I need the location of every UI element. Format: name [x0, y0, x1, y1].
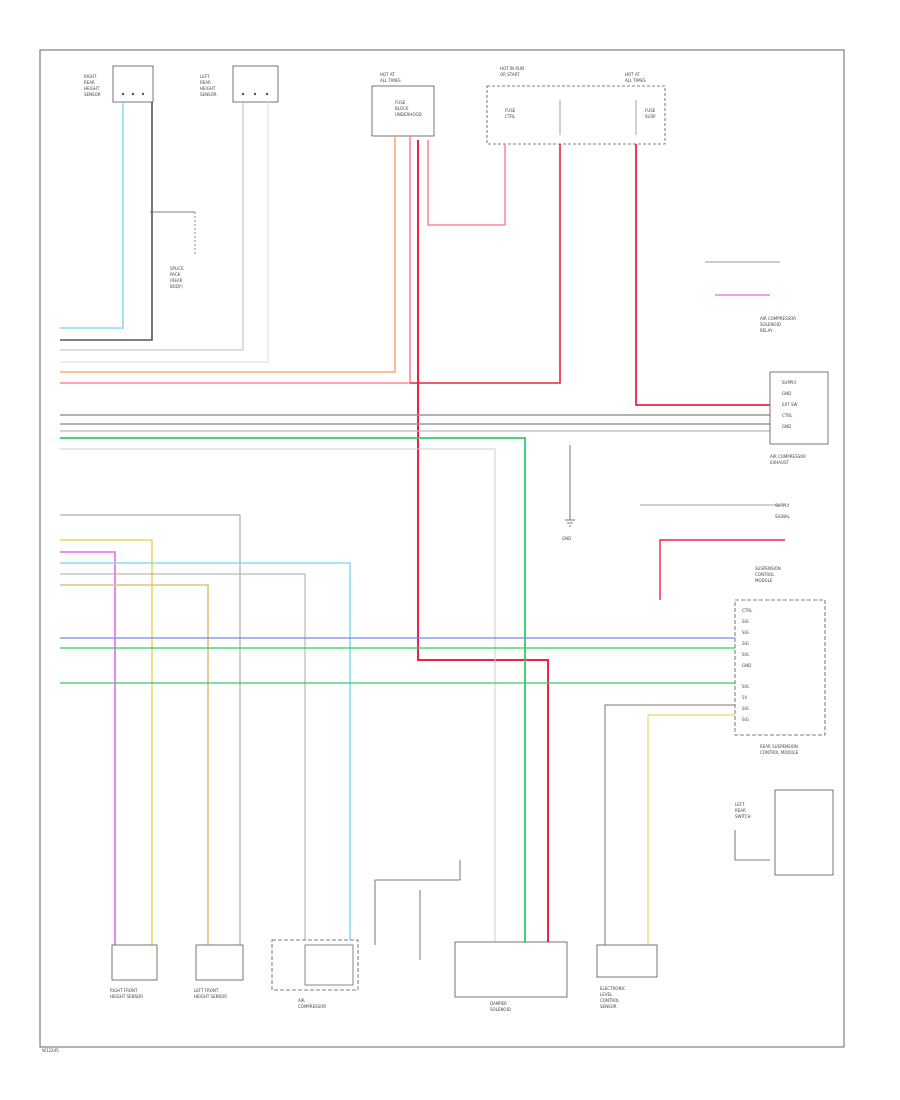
air-compressor: AIR COMPRESSOR [271, 939, 359, 1009]
module-label: SUSPENSION CONTROL MODULE [755, 566, 782, 583]
wire-yellow-right [647, 714, 735, 945]
rf-height-sensor: RIGHT FRONT HEIGHT SENSOR [110, 944, 158, 999]
rr-height-sensor-connector [112, 65, 154, 103]
wire-orange [60, 136, 396, 373]
rr-sensor-label: RIGHT REAR HEIGHT SENSOR [84, 74, 101, 97]
wire-gray-lower [60, 514, 241, 945]
wire-ckt [374, 860, 461, 945]
wire-pink [60, 136, 411, 384]
footer-code: W12345 [42, 1048, 59, 1053]
ground-label: GND [562, 536, 571, 541]
fuse1-text: FUSE BLOCK UNDERHOOD [395, 100, 422, 117]
compressor-relay: AIR COMPRESSOR SOLENOID RELAY SUPPLY GND… [760, 316, 829, 445]
wire-magenta-left [60, 551, 116, 945]
diagram-frame [39, 49, 845, 1048]
wire-green [60, 437, 526, 945]
c1-label: RIGHT FRONT HEIGHT SENSOR [110, 988, 143, 999]
lr-sensor-label: LEFT REAR HEIGHT SENSOR [200, 74, 217, 97]
wire-light-blue-top [60, 102, 124, 329]
wire-gray-mid [60, 448, 496, 945]
c3-label: AIR COMPRESSOR [298, 998, 326, 1009]
c4-label: DAMPER SOLENOID [490, 1001, 511, 1012]
damper-solenoid: DAMPER SOLENOID [454, 941, 568, 1012]
splice-pack: SPLICE PACK (REAR BODY) [150, 211, 196, 289]
level-control-sensor: ELECTRONIC LEVEL CONTROL SENSOR [596, 944, 658, 1009]
wire-black-top [60, 102, 153, 341]
rear-module-label: REAR SUSPENSION CONTROL MODULE [760, 744, 799, 755]
module-pins: CTRL SIG SIG SIG SIG GND SIG 5V SIG SIG [742, 608, 754, 722]
fuse2-text: FUSE CTRL [505, 108, 517, 119]
wire-yellow [60, 539, 153, 945]
fuse3-label: HOT AT ALL TIMES [625, 72, 646, 83]
wire-white-top [60, 102, 269, 363]
fuse1-label: HOT AT ALL TIMES [380, 72, 401, 83]
switch-label: LEFT REAR SWITCH [735, 802, 751, 819]
rear-switch: LEFT REAR SWITCH [735, 789, 834, 876]
ground-symbol: GND [562, 519, 575, 541]
wire-gray-top [60, 102, 244, 351]
wire-light-blue-lower [60, 562, 351, 945]
wire-red-b [410, 144, 561, 384]
lf-height-sensor: LEFT FRONT HEIGHT SENSOR [194, 944, 244, 999]
wire-tan [60, 584, 209, 945]
c2-label: LEFT FRONT HEIGHT SENSOR [194, 988, 227, 999]
wire-pink-loop [427, 140, 506, 226]
wire-red-right [635, 144, 770, 406]
wire-gray-lower-2 [60, 573, 306, 945]
wire-gray-right-lower [604, 704, 735, 945]
wire-red-module [659, 539, 785, 600]
lr-height-sensor-connector [232, 65, 279, 103]
splice-label: SPLICE PACK (REAR BODY) [170, 266, 185, 289]
pressure-pins: SUPPLY SIGNAL [775, 503, 791, 519]
compressor-pins: SUPPLY GND EXT SW CTRL GND [782, 380, 799, 429]
suspension-control-module: SUSPENSION CONTROL MODULE CTRL SIG SIG S… [734, 566, 826, 736]
fuse2-label: HOT IN RUN OR START [500, 66, 525, 77]
compressor-label: AIR COMPRESSOR SOLENOID RELAY [760, 316, 797, 333]
wire-red-main [417, 140, 549, 945]
wires [60, 102, 785, 960]
wire-switch [734, 830, 770, 861]
c5-label: ELECTRONIC LEVEL CONTROL SENSOR [600, 986, 627, 1009]
pressure-label: AIR COMPRESSOR EXHAUST [770, 454, 807, 465]
fuse-block-2: HOT IN RUN OR START FUSE CTRL HOT AT ALL… [486, 66, 666, 145]
fuse-block-1: HOT AT ALL TIMES FUSE BLOCK UNDERHOOD [371, 72, 435, 137]
fuse3-text: FUSE SUSP [645, 108, 657, 119]
